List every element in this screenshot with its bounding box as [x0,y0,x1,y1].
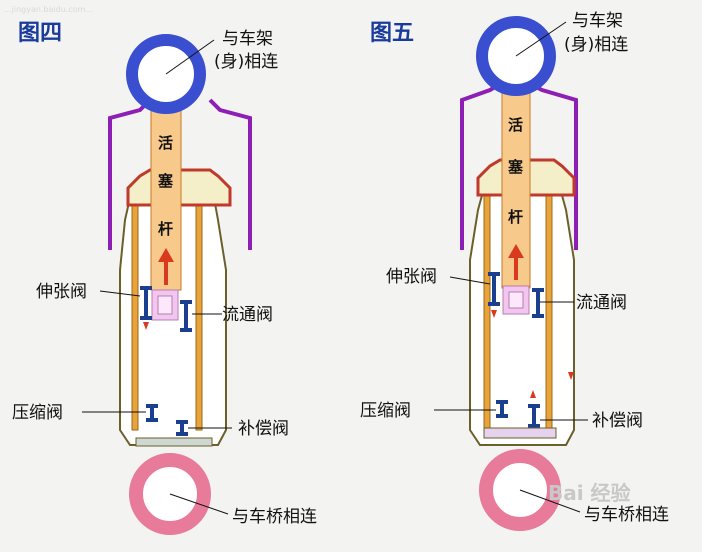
extension-valve [488,272,500,306]
label-extension-valve: 伸张阀 [36,282,87,302]
label-compensation-valve: 补偿阀 [238,419,289,439]
panel-title: 图四 [18,21,62,46]
rod-char-1: 活 [508,116,523,134]
label-flow-valve: 流通阀 [222,305,273,325]
top-label-line1: 与车架 [572,11,623,31]
piston-nut [508,291,524,309]
small-arrow-down [143,322,149,330]
rod-char-2: 塞 [158,172,174,190]
rod-char-3: 杆 [508,208,523,226]
label-compression-valve: 压缩阀 [12,403,63,423]
small-arrow-down-right [568,372,574,380]
panel-figure-5: 图五 活 塞 杆 [360,11,669,531]
flow-valve [532,288,544,318]
small-arrow-down [491,310,497,318]
extension-valve [140,286,152,320]
inner-tube-left [483,189,491,431]
bottom-label: 与车桥相连 [584,505,669,525]
rod-char-2: 塞 [508,158,524,176]
inner-tube-right [545,189,553,431]
small-arrow-up [530,390,536,398]
top-label-line2: (身)相连 [214,52,278,72]
panel-title: 图五 [370,21,414,46]
bottom-base [483,427,557,439]
panel-figure-4: 图四 活 塞 杆 [12,21,317,535]
leader-lines [82,39,232,515]
flow-valve [180,300,192,332]
piston-nut [157,295,173,315]
label-compensation-valve: 补偿阀 [592,411,643,431]
leader-lines [434,21,588,513]
label-compression-valve: 压缩阀 [360,401,411,421]
baidu-watermark: Bai 经验 [548,481,631,505]
top-label-line2: (身)相连 [564,35,628,55]
compression-valve [146,404,158,422]
top-label-line1: 与车架 [222,29,273,49]
watermark-top: ...jingyan.baidu.com... [4,5,93,14]
bottom-base [135,437,213,447]
inner-tube-left [131,197,139,431]
up-arrow [508,244,524,280]
rod-char-3: 杆 [158,220,173,238]
compensation-valve [176,420,188,436]
label-extension-valve: 伸张阀 [386,267,437,287]
compression-valve [496,400,508,418]
compensation-valve [528,404,540,428]
bottom-label: 与车桥相连 [232,507,317,527]
label-flow-valve: 流通阀 [576,293,627,313]
up-arrow [158,248,174,285]
rod-char-1: 活 [158,134,173,152]
